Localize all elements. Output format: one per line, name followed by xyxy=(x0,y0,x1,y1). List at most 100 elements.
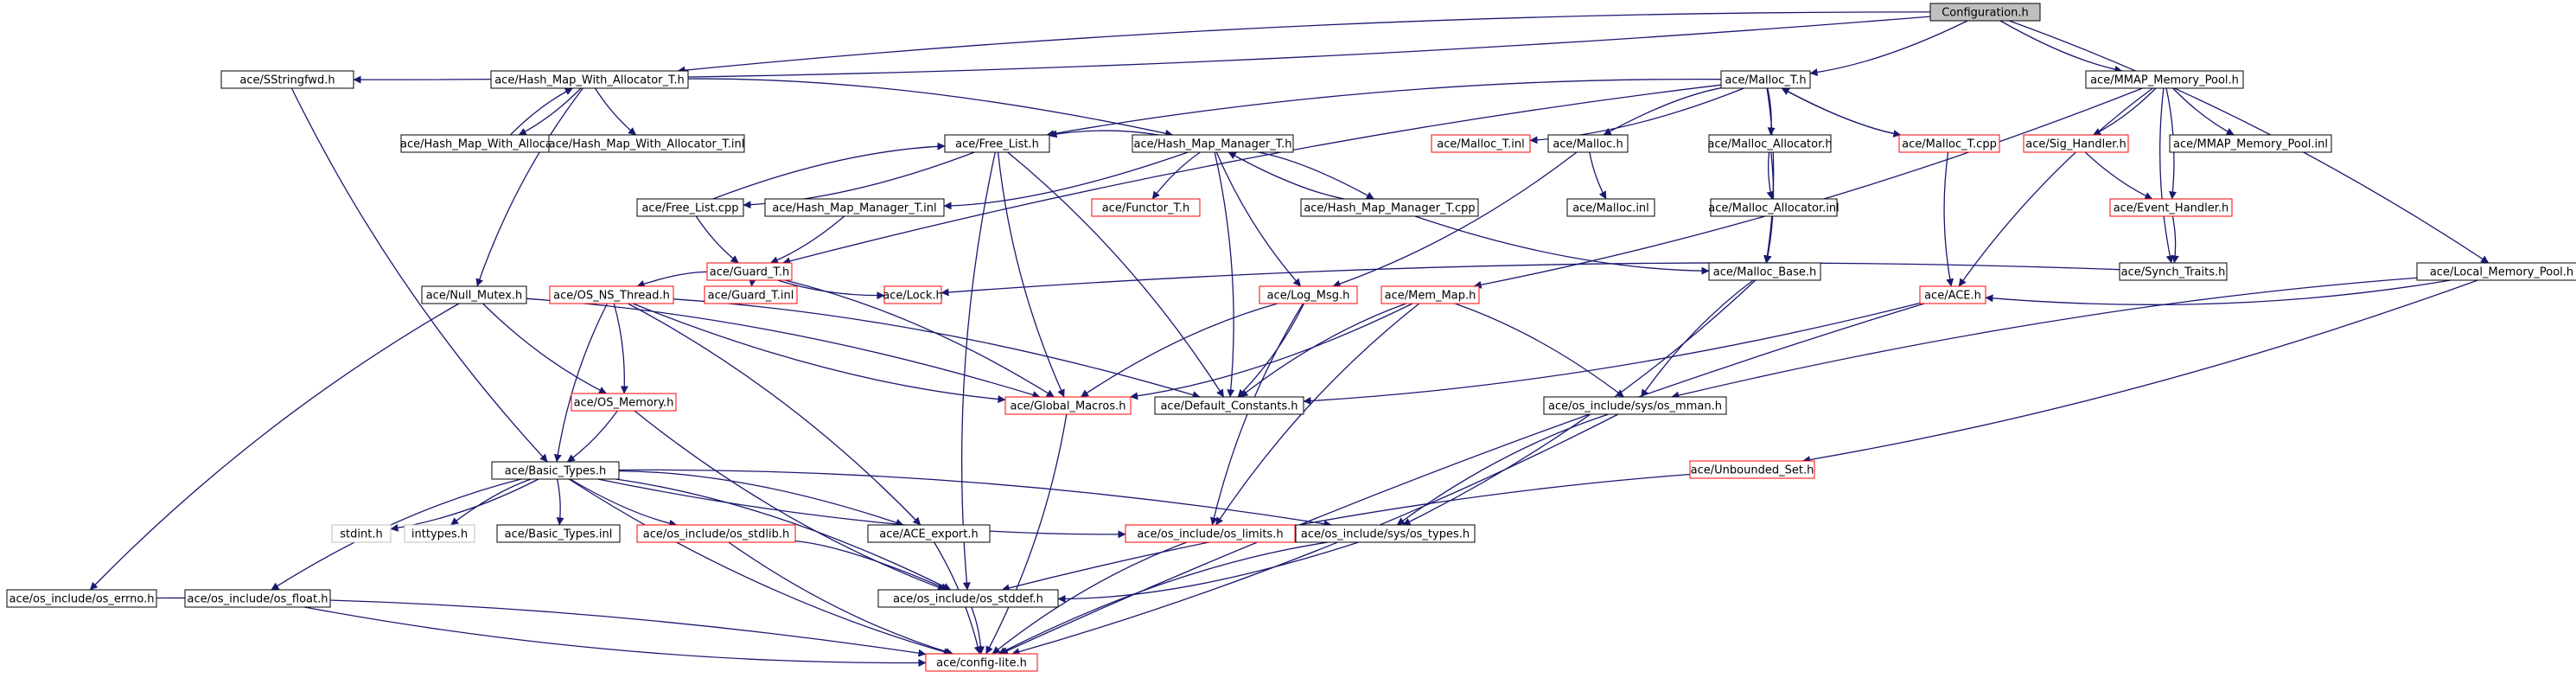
node-mmap[interactable]: ace/MMAP_Memory_Pool.h xyxy=(2085,70,2244,89)
node-malloc_alloc_inl[interactable]: ace/Malloc_Allocator.inl xyxy=(1708,198,1840,217)
node-box xyxy=(1566,198,1655,217)
node-osstdlib[interactable]: ace/os_include/os_stdlib.h xyxy=(636,524,796,543)
edge-guard-to-osns xyxy=(636,271,708,288)
edge-osmemory-to-basictypes xyxy=(566,410,618,463)
node-box xyxy=(2023,134,2129,153)
edge-guard-to-lock xyxy=(777,279,885,300)
node-functor[interactable]: ace/Functor_T.h xyxy=(1091,198,1201,217)
node-label: ace/Guard_T.h xyxy=(710,266,789,279)
node-logmsg[interactable]: ace/Log_Msg.h xyxy=(1259,285,1358,304)
node-label: ace/Basic_Types.h xyxy=(505,465,606,478)
node-label: ace/Local_Memory_Pool.h xyxy=(2430,266,2573,279)
node-box xyxy=(2416,262,2576,281)
node-osstddef[interactable]: ace/os_include/os_stddef.h xyxy=(877,589,1059,608)
edge-mmap-to-memmap xyxy=(1473,87,2143,289)
node-label: ace/Mem_Map.h xyxy=(1385,290,1476,303)
edge-hmm-to-functor xyxy=(1151,151,1201,200)
node-configlite[interactable]: ace/config-lite.h xyxy=(925,653,1038,672)
node-osfloat[interactable]: ace/os_include/os_float.h xyxy=(184,589,331,608)
node-osmemory[interactable]: ace/OS_Memory.h xyxy=(571,393,677,412)
edge-mmap-to-ace xyxy=(1958,87,2153,287)
edge-basictypes-to-configlite xyxy=(568,478,952,656)
node-memmap[interactable]: ace/Mem_Map.h xyxy=(1380,285,1480,304)
node-label: ace/Hash_Map_Manager_T.cpp xyxy=(1304,202,1475,215)
node-globalmacros[interactable]: ace/Global_Macros.h xyxy=(1004,396,1132,415)
node-oslimits[interactable]: ace/os_include/os_limits.h xyxy=(1125,524,1296,543)
node-box xyxy=(2119,262,2228,281)
node-mallocbase[interactable]: ace/Malloc_Base.h xyxy=(1708,262,1821,281)
edges xyxy=(89,11,2490,667)
node-stdint: stdint.h xyxy=(331,524,392,543)
node-box xyxy=(1919,285,1986,304)
node-box xyxy=(496,524,621,543)
node-ostypes[interactable]: ace/os_include/sys/os_types.h xyxy=(1295,524,1476,543)
node-hmm[interactable]: ace/Hash_Map_Manager_T.h xyxy=(1132,134,1294,153)
node-label: ace/os_include/os_stdlib.h xyxy=(643,528,789,541)
node-box xyxy=(1710,198,1838,217)
edge-malloct-to-mallocbase xyxy=(1763,87,1775,264)
node-malloc_alloc[interactable]: ace/Malloc_Allocator.h xyxy=(1707,134,1833,153)
edge-ace-to-defconst xyxy=(1303,302,1921,405)
node-box xyxy=(548,134,745,153)
node-malloc_h[interactable]: ace/Malloc.h xyxy=(1547,134,1629,153)
node-nullmutex[interactable]: ace/Null_Mutex.h xyxy=(421,285,527,304)
edge-malloc_h-to-malloc_inl xyxy=(1589,151,1607,200)
edge-osstddef-to-configlite xyxy=(971,606,985,655)
node-label: ace/os_include/os_stddef.h xyxy=(893,593,1043,606)
node-label: ace/Null_Mutex.h xyxy=(426,290,523,303)
node-hmm_cpp[interactable]: ace/Hash_Map_Manager_T.cpp xyxy=(1300,198,1479,217)
node-basictypes[interactable]: ace/Basic_Types.h xyxy=(491,461,620,480)
edge-ostypes-to-osstddef xyxy=(1057,541,1359,604)
node-malloct_inl[interactable]: ace/Malloc_T.inl xyxy=(1431,134,1531,153)
node-defconst[interactable]: ace/Default_Constants.h xyxy=(1154,396,1304,415)
node-box xyxy=(1300,198,1479,217)
node-hmm_inl[interactable]: ace/Hash_Map_Manager_T.inl xyxy=(764,198,945,217)
edge-freelist_cpp-to-freelist xyxy=(712,142,946,200)
node-unbounded[interactable]: ace/Unbounded_Set.h xyxy=(1689,460,1815,479)
node-hmwa_inl[interactable]: ace/Hash_Map_With_Allocator_T.inl xyxy=(548,134,745,153)
node-guard_inl[interactable]: ace/Guard_T.inl xyxy=(704,285,798,304)
edge-malloct-to-malloc_alloc xyxy=(1767,87,1776,136)
node-box xyxy=(2169,134,2332,153)
node-osmman[interactable]: ace/os_include/sys/os_mman.h xyxy=(1543,396,1727,415)
node-label: ace/Guard_T.inl xyxy=(708,290,794,303)
edge-logmsg-to-defconst xyxy=(1237,303,1305,398)
node-box xyxy=(491,461,620,480)
node-basictypes_inl[interactable]: ace/Basic_Types.inl xyxy=(496,524,621,543)
node-guard[interactable]: ace/Guard_T.h xyxy=(706,262,793,281)
node-mmap_inl[interactable]: ace/MMAP_Memory_Pool.inl xyxy=(2169,134,2332,153)
node-malloc_inl[interactable]: ace/Malloc.inl xyxy=(1566,198,1655,217)
node-box xyxy=(877,589,1059,608)
node-label: ace/Hash_Map_With_Allocator_T.inl xyxy=(549,138,745,151)
node-eventhandler[interactable]: ace/Event_Handler.h xyxy=(2109,198,2233,217)
node-localmem[interactable]: ace/Local_Memory_Pool.h xyxy=(2416,262,2576,281)
node-box xyxy=(1259,285,1358,304)
edge-osmman-to-ostypes xyxy=(1396,413,1610,526)
node-synch[interactable]: ace/Synch_Traits.h xyxy=(2119,262,2228,281)
edge-basictypes-to-aceexport xyxy=(618,470,904,527)
node-label: ace/config-lite.h xyxy=(936,657,1027,670)
node-oserrno[interactable]: ace/os_include/os_errno.h xyxy=(6,589,157,608)
node-box xyxy=(636,198,744,217)
edge-hmwa-to-hmm xyxy=(687,78,1174,138)
edge-hmm-to-logmsg xyxy=(1215,151,1302,287)
node-ace[interactable]: ace/ACE.h xyxy=(1919,285,1986,304)
node-label: ace/Malloc_T.inl xyxy=(1437,138,1525,151)
node-label: ace/Sig_Handler.h xyxy=(2025,138,2126,151)
node-sstringfwd[interactable]: ace/SStringfwd.h xyxy=(220,70,354,89)
node-malloct[interactable]: ace/Malloc_T.h xyxy=(1720,70,1811,89)
node-label: ace/Hash_Map_Manager_T.h xyxy=(1134,138,1292,151)
node-hmwa[interactable]: ace/Hash_Map_With_Allocator_T.h xyxy=(490,70,689,89)
node-config[interactable]: Configuration.h xyxy=(1929,3,2041,22)
node-sighandler[interactable]: ace/Sig_Handler.h xyxy=(2023,134,2129,153)
node-lock[interactable]: ace/Lock.h xyxy=(883,285,943,304)
node-osns[interactable]: ace/OS_NS_Thread.h xyxy=(549,285,674,304)
node-freelist_cpp[interactable]: ace/Free_List.cpp xyxy=(636,198,744,217)
node-label: ace/Default_Constants.h xyxy=(1160,400,1298,413)
edge-nullmutex-to-oserrno xyxy=(89,303,460,591)
node-box xyxy=(1004,396,1132,415)
node-freelist[interactable]: ace/Free_List.h xyxy=(944,134,1050,153)
node-aceexport[interactable]: ace/ACE_export.h xyxy=(867,524,991,543)
edge-mmap-to-mmap_inl xyxy=(2172,87,2235,136)
node-malloct_cpp[interactable]: ace/Malloc_T.cpp xyxy=(1898,134,2000,153)
